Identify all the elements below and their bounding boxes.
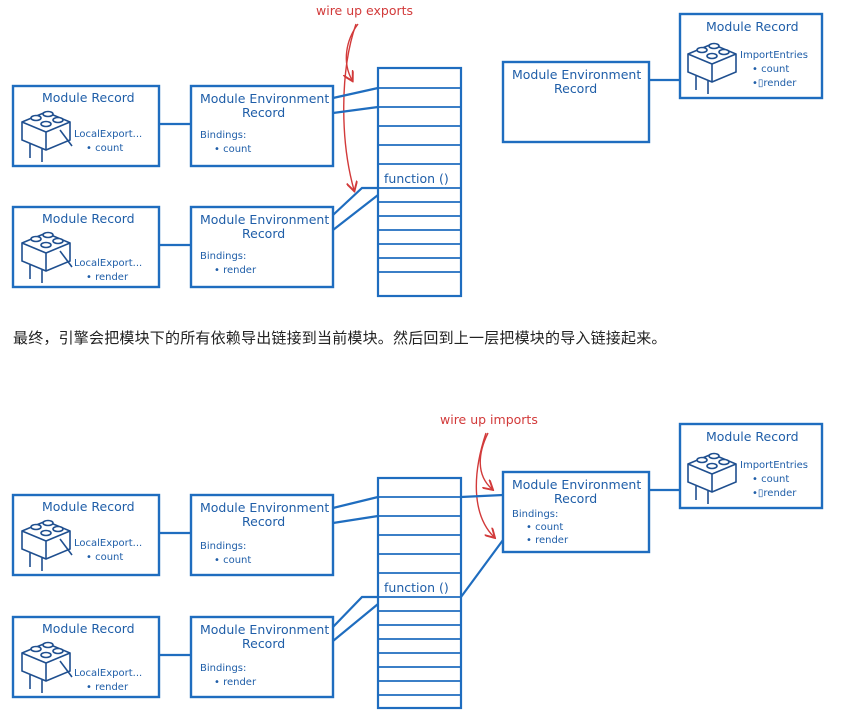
local-export-label-4: LocalExport...: [74, 668, 142, 679]
memory-column: [376, 66, 463, 298]
env-record-title-2b: Record: [242, 226, 285, 241]
local-export-item-1: • count: [86, 143, 123, 154]
import-entry-item-4: •▯render: [752, 488, 797, 499]
importer-module-record-title-2: Module Record: [706, 429, 799, 444]
env-record-title-4a: Module Environment: [200, 622, 329, 637]
importer-env-title-b: Record: [554, 81, 597, 96]
annotation-arrow-2: [343, 23, 356, 190]
memory-column: [376, 476, 463, 710]
connector-env-memory-3: [332, 495, 379, 525]
annotation-arrow-3: [479, 432, 492, 489]
import-entries-label-2: ImportEntries: [740, 460, 808, 471]
module-record-title-3: Module Record: [42, 499, 135, 514]
lego-brick-icon: [21, 110, 73, 162]
connector-env-memory-2: [332, 186, 379, 231]
import-entry-item-3: • count: [752, 474, 789, 485]
bindings-label-2: Bindings:: [200, 251, 246, 262]
importer-bindings-item-1: • count: [526, 522, 563, 533]
env-record-title-3b: Record: [242, 514, 285, 529]
bindings-item-3: • count: [214, 555, 251, 566]
lego-brick-icon: [21, 641, 73, 693]
annotation-arrow-4: [475, 432, 494, 537]
local-export-item-3: • count: [86, 552, 123, 563]
bindings-label-3: Bindings:: [200, 541, 246, 552]
import-entry-item-2: •▯render: [752, 78, 797, 89]
module-record-box-1: [11, 84, 161, 168]
importer-env-record-box: [501, 60, 651, 144]
env-record-box-2: [189, 205, 335, 289]
lego-brick-icon: [21, 231, 73, 283]
importer-env-title-2b: Record: [554, 491, 597, 506]
connector-env-memory-4: [332, 595, 379, 642]
local-export-label-3: LocalExport...: [74, 538, 142, 549]
lego-brick-icon: [687, 452, 737, 504]
env-record-box-3: [189, 493, 335, 577]
bindings-item-2: • render: [214, 265, 257, 276]
importer-env-title-2a: Module Environment: [512, 477, 641, 492]
importer-bindings-label: Bindings:: [512, 509, 558, 520]
bindings-item-4: • render: [214, 677, 257, 688]
lego-brick-icon: [687, 42, 737, 94]
importer-module-record-title: Module Record: [706, 19, 799, 34]
importer-env-title-a: Module Environment: [512, 67, 641, 82]
annotation-wire-up-imports: wire up imports: [440, 412, 538, 427]
env-record-title-2a: Module Environment: [200, 212, 329, 227]
module-record-title-4: Module Record: [42, 621, 135, 636]
bottom-diagram: wire up imports Module Record LocalExpor…: [0, 405, 855, 713]
local-export-item-4: • render: [86, 682, 129, 693]
local-export-item-2: • render: [86, 272, 129, 283]
module-record-title-1: Module Record: [42, 90, 135, 105]
env-record-title-4b: Record: [242, 636, 285, 651]
env-record-title-3a: Module Environment: [200, 500, 329, 515]
annotation-wire-up-exports: wire up exports: [316, 3, 413, 18]
importer-bindings-item-2: • render: [526, 535, 569, 546]
import-entries-label: ImportEntries: [740, 50, 808, 61]
bindings-item-1: • count: [214, 144, 251, 155]
local-export-label-2: LocalExport...: [74, 258, 142, 269]
env-record-box-1: [189, 84, 335, 168]
memory-function-label: function (): [384, 171, 449, 186]
env-record-title-1b: Record: [242, 105, 285, 120]
bottom-diagram-svg: wire up imports Module Record LocalExpor…: [11, 412, 824, 710]
connector-env-memory-1: [332, 86, 379, 115]
env-record-box-4: [189, 615, 335, 699]
env-record-title-1a: Module Environment: [200, 91, 329, 106]
importer-env-record-box-2: [501, 470, 651, 554]
connector-memory-importer: [460, 493, 504, 598]
import-entry-item-1: • count: [752, 64, 789, 75]
local-export-label-1: LocalExport...: [74, 129, 142, 140]
lego-brick-icon: [21, 519, 73, 571]
caption-text: 最终，引擎会把模块下的所有依赖导出链接到当前模块。然后回到上一层把模块的导入链接…: [13, 329, 667, 347]
top-diagram-svg: wire up exports Module Record LocalExpor…: [11, 3, 824, 298]
bindings-label-4: Bindings:: [200, 663, 246, 674]
memory-function-label-2: function (): [384, 580, 449, 595]
bindings-label-1: Bindings:: [200, 130, 246, 141]
top-diagram: wire up exports Module Record LocalExpor…: [0, 0, 855, 300]
module-record-title-2: Module Record: [42, 211, 135, 226]
